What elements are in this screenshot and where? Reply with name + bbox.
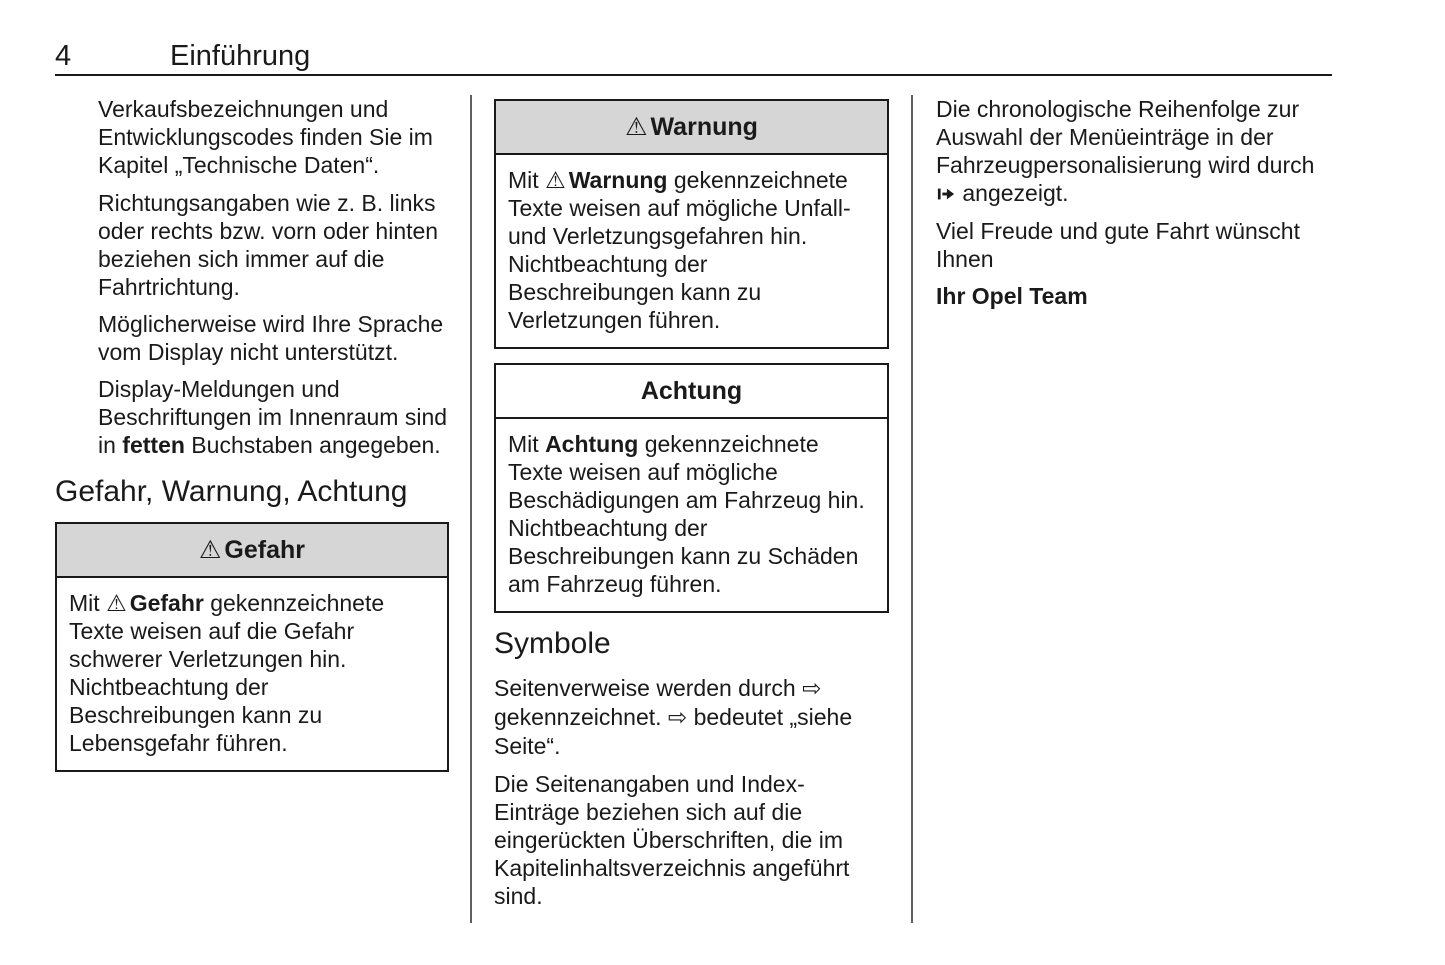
bullet-gutter [55, 375, 98, 459]
warning-triangle-icon: ⚠ [106, 590, 127, 616]
header-rule [55, 74, 1332, 76]
column-2: ⚠Warnung Mit ⚠Warnung gekennzeichnete Te… [494, 95, 889, 920]
danger-box-body: Mit ⚠Gefahr gekennzeichnete Texte weisen… [57, 578, 447, 770]
intro-paragraph: Verkaufsbezeichnungen und Entwicklungsco… [98, 96, 433, 178]
list-item: Display-Meldungen und Beschriftungen im … [55, 375, 449, 459]
page-number: 4 [55, 40, 72, 72]
caution-box: Achtung Mit Achtung gekennzeichnete Text… [494, 363, 889, 613]
bullet-text-segment: Display-Meldungen und Beschriftungen im … [98, 376, 448, 458]
farewell-paragraph: Viel Freude und gute Fahrt wünscht Ihnen [936, 218, 1300, 272]
section-heading-symbole: Symbole [494, 627, 611, 660]
text-segment: Mit [508, 431, 546, 457]
bullet-gutter [55, 310, 98, 366]
warning-box-header: ⚠Warnung [496, 101, 887, 155]
text-segment: gekennzeichnete Texte weisen auf die Gef… [69, 590, 385, 756]
personalization-paragraph: Die chronologische Reihenfolge zur Auswa… [936, 95, 1332, 207]
page-reference-arrow-icon: ⇨ [667, 705, 688, 731]
bullet-gutter [55, 189, 98, 301]
text-segment: Mit [69, 590, 107, 616]
column-1: Verkaufsbezeichnungen und Entwicklungsco… [55, 95, 449, 772]
bold-word: fetten [122, 432, 185, 458]
text-segment: gekennzeichnete Texte weisen auf möglich… [508, 167, 851, 333]
text-segment: angezeigt. [956, 180, 1069, 206]
warning-triangle-icon: ⚠ [198, 536, 222, 564]
list-item: Möglicherweise wird Ihre Sprache vom Dis… [55, 310, 449, 366]
text-segment: gekennzeichnete Texte weisen auf möglich… [508, 431, 865, 597]
bullet-text-segment: Buchstaben angegeben. [184, 432, 441, 458]
column-3: Die chronologische Reihenfolge zur Auswa… [936, 95, 1332, 320]
section-heading-gefahr-warnung-achtung: Gefahr, Warnung, Achtung [55, 475, 408, 508]
caution-box-body: Mit Achtung gekennzeichnete Texte weisen… [496, 419, 887, 611]
keyword: Warnung [568, 167, 668, 193]
signature-line: Ihr Opel Team [936, 283, 1088, 309]
keyword: Achtung [545, 431, 639, 457]
bullet-text: Display-Meldungen und Beschriftungen im … [98, 375, 449, 459]
caution-box-header: Achtung [496, 365, 887, 419]
menu-sequence-arrow-icon [937, 188, 955, 200]
list-item: Richtungsangaben wie z. B. links oder re… [55, 189, 449, 301]
symbols-paragraph: Seitenverweise werden durch ⇨ gekennzeic… [494, 674, 889, 760]
warning-box-body: Mit ⚠Warnung gekennzeichnete Texte weise… [496, 155, 887, 347]
bullet-text: Richtungsangaben wie z. B. links oder re… [98, 190, 439, 300]
warning-box: ⚠Warnung Mit ⚠Warnung gekennzeichnete Te… [494, 99, 889, 349]
text-segment: gekennzeichnet. [494, 704, 668, 730]
text-segment: bedeutet „siehe Seite“. [494, 704, 853, 759]
pages-paragraph: Die Seitenangaben und Index-Einträge bez… [494, 771, 850, 909]
chapter-title: Einführung [170, 40, 311, 72]
warning-box-text: Mit ⚠Warnung gekennzeichnete Texte weise… [508, 166, 875, 334]
keyword: Gefahr [129, 590, 204, 616]
text-segment: Die chronologische Reihenfolge zur Auswa… [936, 96, 1315, 178]
danger-box-title: Gefahr [224, 536, 305, 564]
danger-box-text: Mit ⚠Gefahr gekennzeichnete Texte weisen… [69, 589, 435, 757]
text-segment: Mit [508, 167, 546, 193]
caution-box-title: Achtung [640, 377, 743, 405]
warning-triangle-icon: ⚠ [625, 113, 648, 141]
column-divider [470, 95, 472, 923]
caution-box-text: Mit Achtung gekennzeichnete Texte weisen… [508, 430, 875, 598]
warning-triangle-icon: ⚠ [545, 167, 566, 193]
danger-box-header: ⚠Gefahr [57, 524, 447, 578]
warning-box-title: Warnung [650, 113, 758, 141]
bullet-text: Möglicherweise wird Ihre Sprache vom Dis… [98, 311, 444, 365]
page-reference-arrow-icon: ⇨ [802, 676, 822, 702]
column-divider [911, 95, 913, 923]
text-segment: Seitenverweise werden durch [494, 675, 803, 701]
danger-box: ⚠Gefahr Mit ⚠Gefahr gekennzeichnete Text… [55, 522, 449, 772]
